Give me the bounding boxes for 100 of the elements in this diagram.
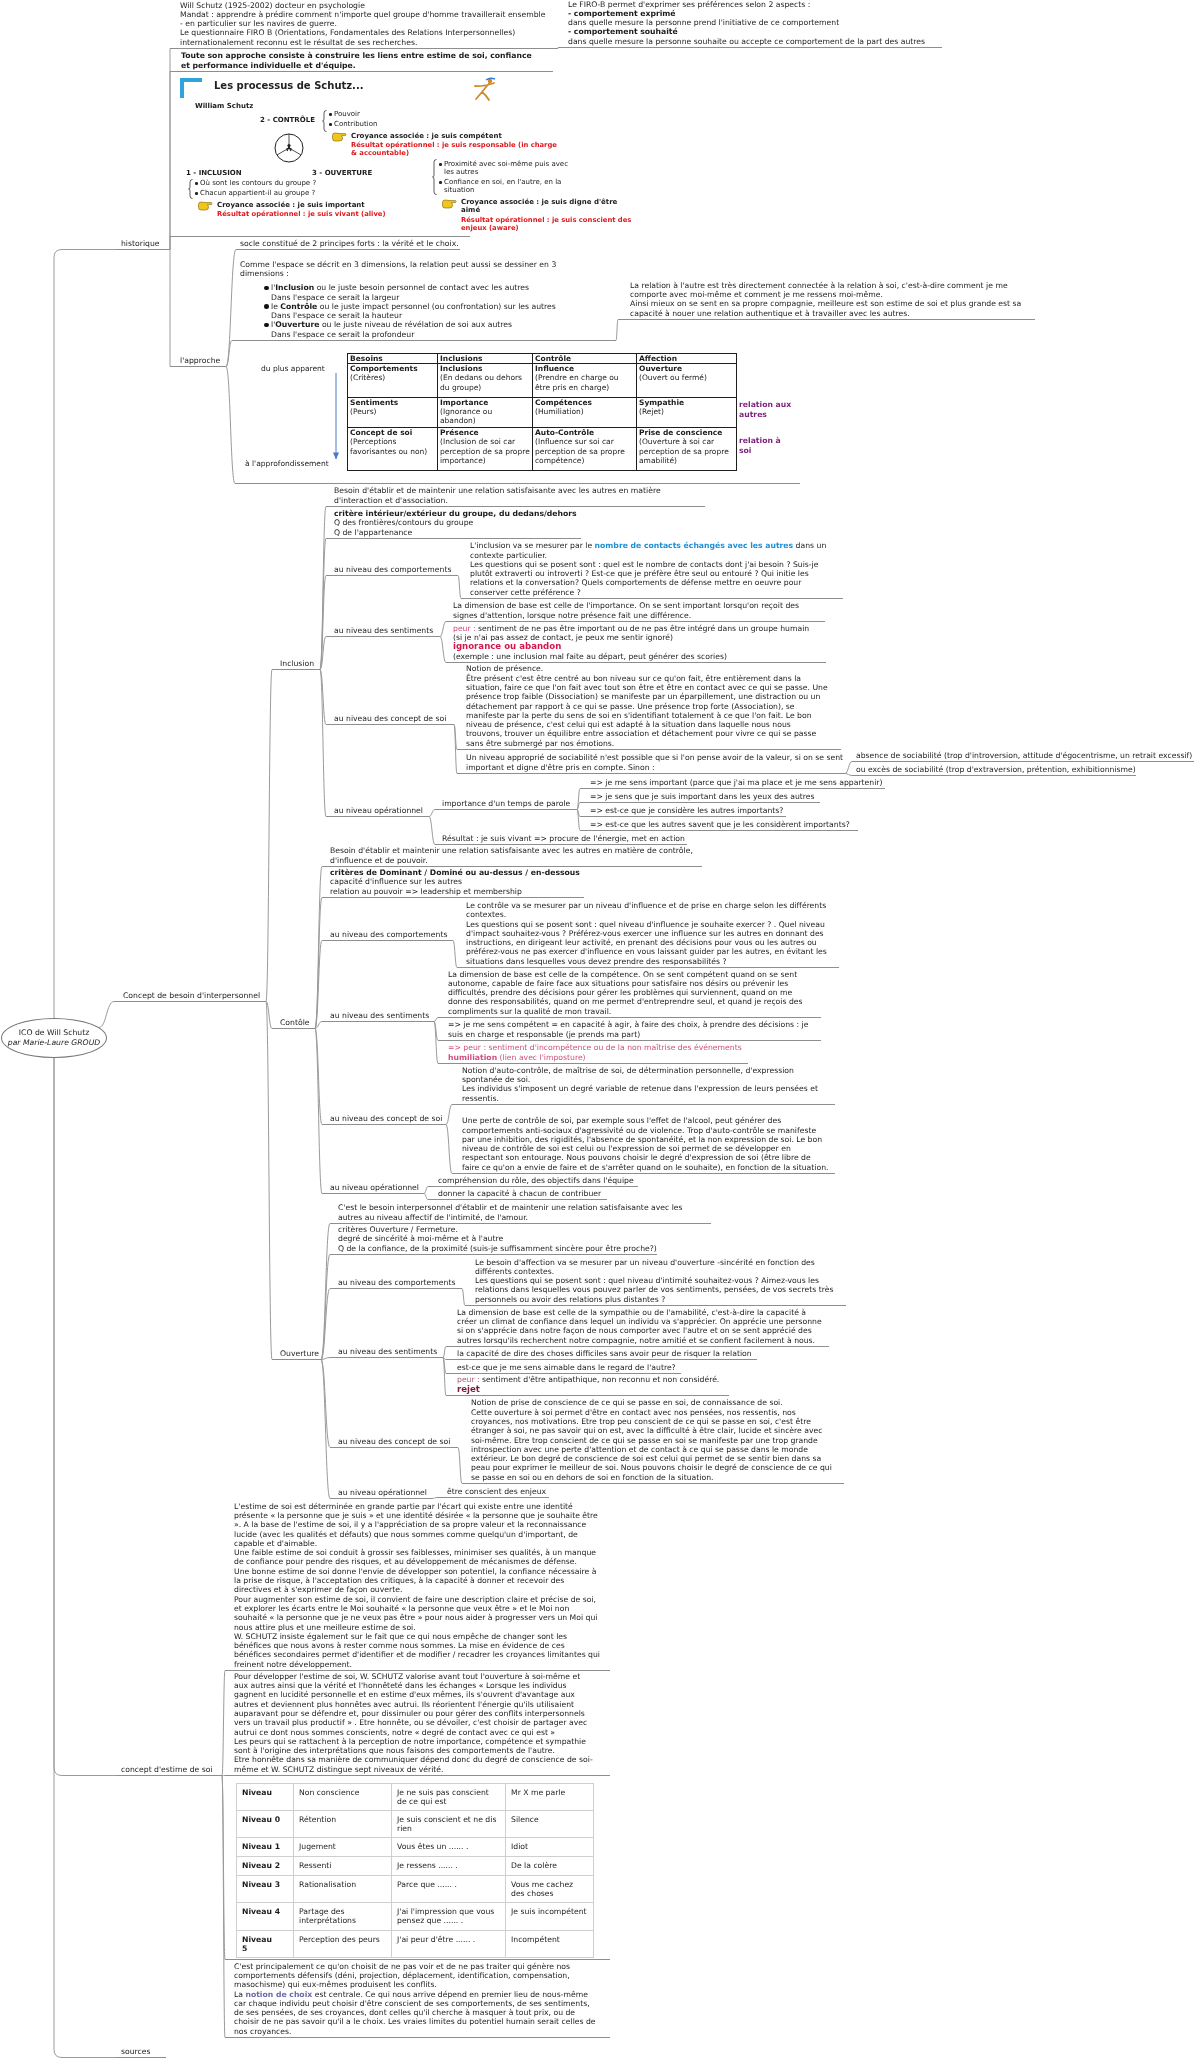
table-topic: [235, 350, 800, 484]
branch-connector: [439, 621, 447, 637]
branch-connector: [453, 724, 458, 750]
topic-node: [272, 1348, 321, 1360]
topic-node: [170, 355, 226, 367]
topic-node: [322, 1182, 424, 1194]
topic-node: [446, 1348, 757, 1360]
topic-node: [116, 1764, 222, 1776]
topic-node: [435, 798, 577, 810]
topic-node: [326, 805, 429, 817]
topic-node: [580, 777, 885, 789]
branch-connector: [221, 1670, 226, 1776]
branch-connector: [225, 340, 233, 367]
topic-node: [326, 713, 454, 725]
branch-connector: [423, 1186, 429, 1194]
topic-node: [457, 900, 839, 968]
branch-connector: [265, 669, 273, 1002]
branch-connector: [320, 1357, 331, 1360]
topic-node: [461, 541, 843, 599]
table-topic: [225, 1780, 610, 1960]
topic-node: [116, 2046, 166, 2058]
topic-node: [322, 1113, 446, 1125]
branch-connector: [445, 1124, 453, 1174]
note-text: ignorance ou abandon: [453, 641, 562, 652]
topic-node: [330, 1436, 458, 1448]
topic-node: [457, 664, 841, 750]
branch-connector: [225, 366, 236, 484]
topic-node: [428, 1175, 638, 1187]
topic-node: [558, 0, 942, 48]
note-text: rejet: [457, 1383, 480, 1394]
branch-connector: [445, 1104, 453, 1125]
branch-connector: [423, 1193, 429, 1200]
branch-connector: [442, 1346, 447, 1358]
topic-node: [116, 238, 170, 250]
branch-connector: [314, 1028, 323, 1194]
topic-node: [618, 280, 1035, 320]
topic-node: [580, 819, 858, 831]
topic-node: [170, 51, 553, 72]
branch-connector: [844, 773, 853, 776]
branch-connector: [221, 1775, 226, 1960]
branch-connector: [442, 1357, 447, 1360]
branch-connector: [576, 809, 581, 817]
topic-node: [446, 601, 825, 622]
branch-connector: [265, 1001, 273, 1360]
branch-connector: [319, 636, 327, 670]
topic-node: [114, 990, 266, 1002]
topic-node: [435, 833, 687, 845]
branch-connector: [314, 897, 323, 1029]
branch-connector: [433, 1017, 439, 1022]
topic-node: [232, 259, 616, 341]
branch-connector: [314, 940, 323, 1029]
topic-node: [465, 1257, 846, 1306]
topic-node: [330, 1203, 711, 1224]
topic-node: [326, 564, 458, 576]
branch-connector: [433, 1021, 439, 1041]
topic-node: [452, 1065, 835, 1105]
branch-connector: [319, 669, 327, 725]
topic-node: [330, 1277, 462, 1289]
topic-node: [322, 868, 584, 898]
topic-node: [330, 1346, 443, 1358]
topic-node: [446, 1375, 729, 1396]
branch-connector: [844, 761, 853, 774]
branch-connector: [221, 1775, 226, 1776]
topic-node: [326, 509, 581, 539]
branch-connector: [431, 1497, 438, 1499]
topic-node: [437, 1486, 549, 1498]
branch-connector: [320, 1359, 331, 1448]
arrow: [332, 372, 340, 460]
branch-connector: [453, 724, 458, 774]
topic-node: [580, 791, 820, 803]
branch-connector: [320, 1288, 331, 1360]
topic-node: [326, 625, 440, 637]
branch-connector: [319, 575, 327, 670]
picture-title: Les processus de Schutz...: [214, 80, 364, 91]
branch-connector: [576, 802, 581, 810]
topic-node: [225, 1961, 610, 2038]
branch-connector: [457, 1447, 463, 1484]
branch-connector: [314, 1021, 323, 1029]
topic-node: [330, 1487, 432, 1499]
branch-connector: [557, 47, 559, 49]
topic-node: [330, 1225, 657, 1255]
branch-connector: [320, 1254, 331, 1360]
topic-node: [225, 1501, 610, 1671]
branch-connector: [576, 788, 581, 810]
branch-connector: [439, 636, 447, 663]
branch-connector: [442, 1357, 447, 1374]
branch-connector: [457, 575, 462, 599]
branch-connector: [169, 236, 171, 250]
topic-node: [322, 929, 453, 941]
topic-node: [322, 1010, 434, 1022]
topic-node: [428, 1188, 607, 1200]
topic-node: [446, 1362, 681, 1374]
topic-node: [852, 750, 1194, 762]
topic-node: [580, 805, 786, 817]
branch-connector: [53, 249, 117, 1019]
topic-node: [272, 658, 320, 670]
central-topic: [1, 1018, 107, 1058]
topic-node: [852, 764, 1136, 776]
topic-node: [272, 1017, 315, 1029]
branch-connector: [265, 1001, 273, 1029]
